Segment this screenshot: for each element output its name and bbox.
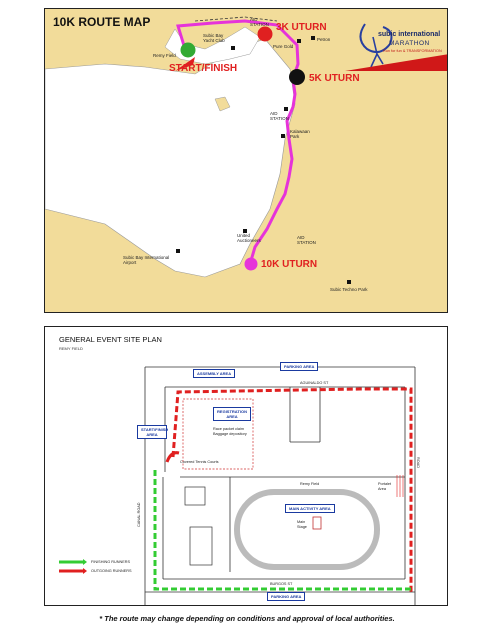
- label-5k-uturn: 5K UTURN: [309, 73, 360, 84]
- uturn-3k-marker: [257, 26, 273, 42]
- registration-building: [182, 398, 254, 470]
- landmark-square: [311, 36, 315, 40]
- label-10k-uturn: 10K UTURN: [261, 259, 318, 270]
- street-aguinaldo: AGUINALDO ST: [300, 381, 329, 385]
- parking-area-top-label: PARKING AREA: [280, 362, 319, 371]
- logo-banner: [345, 54, 447, 71]
- main-activity-area-label: MAIN ACTIVITY AREA: [285, 504, 335, 513]
- outgoing-start-arrow: [165, 451, 180, 463]
- place-kalawaan-park: Kalawaan Park: [290, 129, 310, 139]
- place-aid-station-3: AID STATION: [297, 235, 316, 245]
- route-map-svg: [45, 16, 447, 284]
- assembly-area-label: ASSEMBLY AREA: [193, 369, 236, 378]
- registration-area-label: REGISTRATION AREA: [213, 407, 251, 421]
- landmark-square: [176, 249, 180, 253]
- finishing-route: [153, 467, 411, 591]
- landmark-square: [347, 280, 351, 284]
- place-united-auctioneers: United Auctioneers: [237, 233, 261, 243]
- uturn-5k-marker: [289, 69, 305, 85]
- place-aid-station-1: AID STATION: [250, 17, 269, 27]
- route-arrows: [194, 16, 278, 22]
- street-right-road: ROAD: [416, 457, 420, 468]
- route-map-panel: 10K ROUTE MAP 3K UTURN 5K UTURN 10K UTUR…: [44, 8, 448, 313]
- remy-field-label: Remy Field: [300, 482, 320, 486]
- place-aid-station-2: AID STATION: [270, 111, 289, 121]
- sea-area: [45, 38, 296, 278]
- place-yacht-club: Subic Bay Yacht Club: [203, 33, 225, 43]
- parking-area-bottom-label: PARKING AREA: [267, 592, 306, 601]
- building: [184, 486, 206, 506]
- street-burgos: BURGOS ST: [270, 582, 293, 586]
- place-petron: Petron: [317, 37, 331, 42]
- main-stage: [312, 516, 322, 530]
- logo-runner: [370, 36, 384, 68]
- landmark-square: [297, 39, 301, 43]
- logo-line-2: MARATHON: [389, 40, 430, 47]
- legend-finishing-label: FINISHING RUNNERS: [91, 560, 131, 564]
- site-plan-svg: [59, 366, 416, 605]
- covered-tennis-courts: Covered Tennis Courts: [180, 460, 219, 464]
- landmark-square: [281, 134, 285, 138]
- registration-note: Race packet claim Baggage depository: [213, 427, 247, 436]
- street-canal-road: CANAL ROAD: [137, 502, 141, 527]
- running-track: [234, 489, 380, 570]
- landmark-square: [243, 229, 247, 233]
- legend-outgoing-label: OUTGOING RUNNERS: [91, 569, 132, 573]
- logo-line-1: subic international: [378, 31, 441, 38]
- site-plan-subtitle: REMY FIELD: [59, 346, 83, 351]
- label-start-finish: START/FINISH: [169, 63, 238, 74]
- place-remy-field: Remy Field: [153, 53, 176, 58]
- outgoing-route: [171, 387, 413, 592]
- main-stage-label: Main Stage: [297, 520, 307, 529]
- site-plan-title: GENERAL EVENT SITE PLAN: [59, 335, 162, 344]
- logo-tagline: Run for fun & TRANSFORMATION: [383, 49, 442, 53]
- route-line: [176, 19, 300, 265]
- portalet-grid: [396, 475, 404, 497]
- start-finish-area-label: START/FINISH AREA: [137, 425, 168, 439]
- logo-swirl: [359, 23, 393, 54]
- uturn-10k-marker: [244, 257, 258, 271]
- route-map-title: 10K ROUTE MAP: [53, 15, 151, 29]
- place-airport: Subic Bay International Airport: [123, 255, 170, 265]
- portalet-area-label: Portalet Area: [378, 482, 392, 491]
- place-pure-gold: Pure Gold: [273, 44, 294, 49]
- island: [214, 96, 231, 112]
- building: [189, 526, 213, 566]
- footnote: * The route may change depending on cond…: [99, 614, 395, 623]
- label-3k-uturn: 3K UTURN: [276, 22, 327, 33]
- site-plan-panel: GENERAL EVENT SITE PLAN REMY FIELD ASSEM…: [44, 326, 448, 606]
- start-finish-marker: [180, 42, 196, 58]
- start-finish-pointer: [175, 57, 195, 71]
- place-techno-park: Subic Techno Park: [330, 287, 368, 292]
- landmark-square: [231, 46, 235, 50]
- landmark-square: [284, 107, 288, 111]
